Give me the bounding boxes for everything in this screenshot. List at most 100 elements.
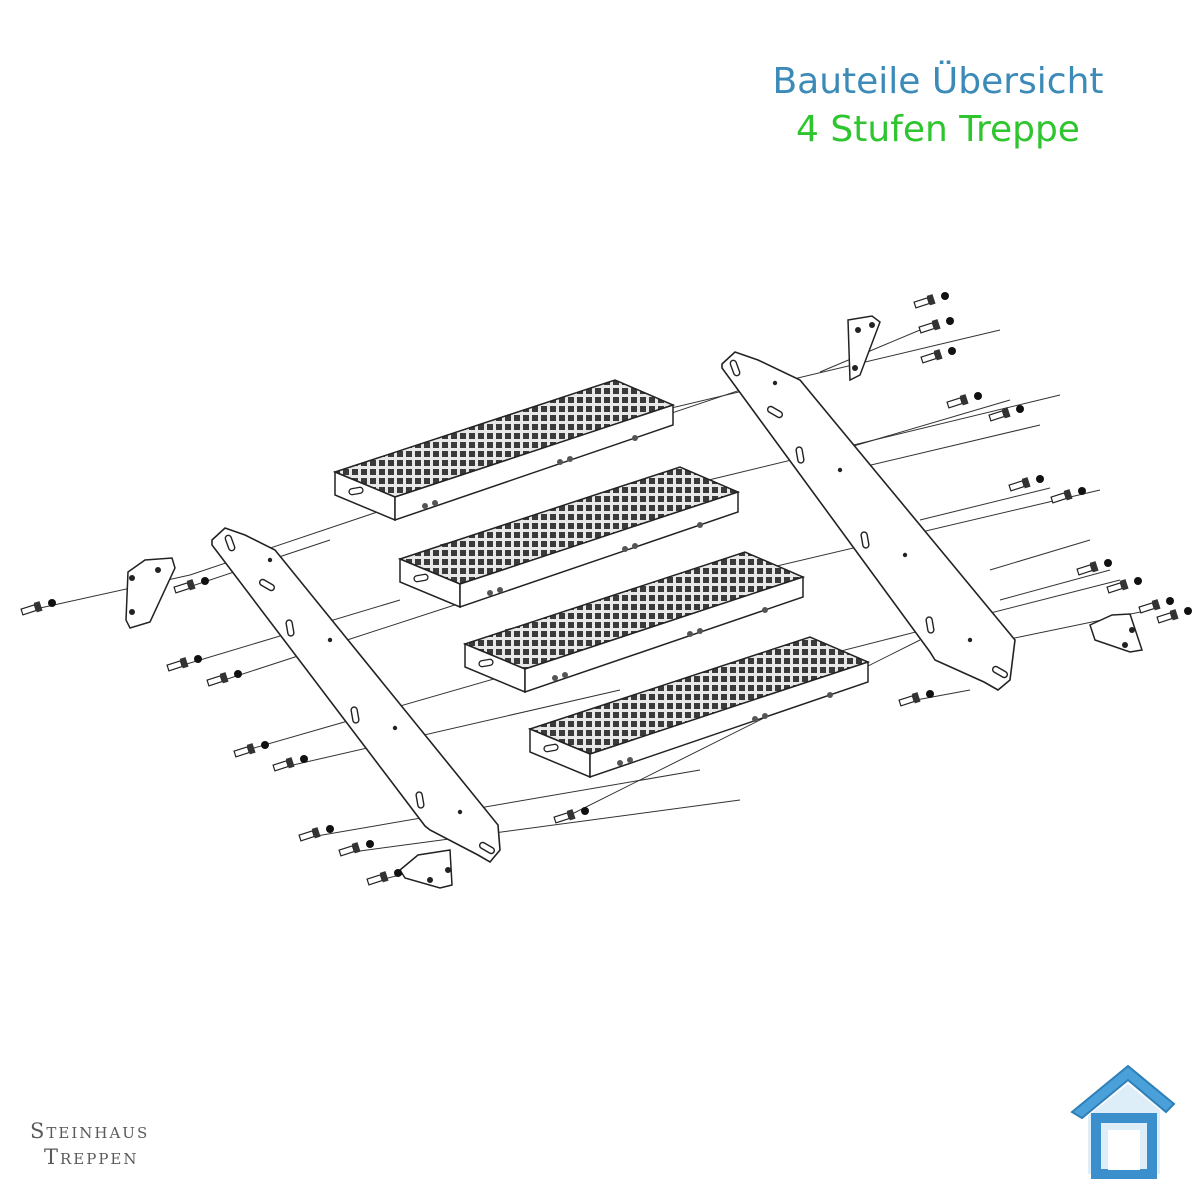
bolt-shank <box>166 660 183 672</box>
bracket-plate <box>125 557 176 629</box>
bolt-shank <box>366 874 383 886</box>
stringer-slot <box>925 616 935 634</box>
stringer-hole <box>837 467 843 473</box>
bolt-head <box>1021 477 1031 489</box>
step-bolt <box>617 760 623 766</box>
bolt-16 <box>988 405 1024 422</box>
bolt-1 <box>20 599 56 616</box>
stringer-slot <box>285 619 295 637</box>
stringer-plate <box>721 351 1016 691</box>
bolt-shank <box>233 746 250 758</box>
step-bolt <box>557 459 563 465</box>
bolt-head <box>186 579 196 591</box>
bolt-head <box>1169 609 1179 621</box>
page-title: Bauteile Übersicht <box>772 61 1104 102</box>
stringer-hole <box>327 637 333 643</box>
guide-line-17 <box>999 569 1111 601</box>
bolt-shank <box>1106 582 1123 594</box>
bolt-8 <box>338 840 374 857</box>
guide-line-15 <box>919 487 1051 521</box>
guide-line-9 <box>344 799 741 854</box>
bolt-head <box>246 743 256 755</box>
washer <box>1078 487 1086 495</box>
washer <box>234 670 242 678</box>
bolt-head <box>566 809 576 821</box>
bolt-9 <box>366 869 402 886</box>
bolt-15 <box>946 392 982 409</box>
bolt-head <box>33 601 43 613</box>
bolt-10 <box>553 807 589 824</box>
step-bolt <box>627 757 633 763</box>
washer <box>201 577 209 585</box>
step-bolt <box>752 716 758 722</box>
bracket-hole <box>427 877 433 883</box>
bolt-head <box>1063 489 1073 501</box>
bolt-head <box>926 294 936 306</box>
guide-line-16 <box>989 539 1091 571</box>
stringer-hole <box>902 552 908 558</box>
washer <box>941 292 949 300</box>
bolt-shank <box>920 352 937 364</box>
guide-line-14 <box>849 424 1041 471</box>
washer <box>926 690 934 698</box>
bolt-head <box>931 319 941 331</box>
bolt-head <box>179 657 189 669</box>
guide-line-8 <box>304 769 701 839</box>
step-bolt <box>697 522 703 528</box>
stringer-hole <box>772 380 778 386</box>
step-tread-4 <box>527 636 871 779</box>
step-bolt <box>432 500 438 506</box>
wall-bracket-left <box>125 557 176 629</box>
bracket-hole <box>1122 642 1128 648</box>
bolt-head <box>1151 599 1161 611</box>
bolt-head <box>1089 561 1099 573</box>
stringer-slot <box>478 841 496 855</box>
stringer-hole <box>392 725 398 731</box>
step-front-edge <box>589 660 869 779</box>
washer <box>1184 607 1192 615</box>
stringer-slot <box>795 446 805 464</box>
washer <box>48 599 56 607</box>
step-slot <box>478 658 494 668</box>
stringer-slot <box>415 791 425 809</box>
washer <box>326 825 334 833</box>
brand-name: Steinhaus <box>30 1119 150 1143</box>
step-slot <box>413 573 429 583</box>
bracket-hole <box>155 567 161 573</box>
floor-bracket-left <box>399 849 453 889</box>
step-bolt <box>487 590 493 596</box>
step-bolt <box>762 607 768 613</box>
bolt-13 <box>918 317 954 334</box>
washer <box>194 655 202 663</box>
washer <box>300 755 308 763</box>
bracket-plate <box>1089 613 1143 653</box>
bolt-shank <box>1008 480 1025 492</box>
bracket-hole <box>1129 627 1135 633</box>
floor-bracket-right <box>1089 613 1143 653</box>
step-bolt <box>632 543 638 549</box>
bolt-head <box>311 827 321 839</box>
bolts <box>20 292 1192 886</box>
bolt-head <box>1001 407 1011 419</box>
washer <box>974 392 982 400</box>
bolt-head <box>911 692 921 704</box>
stringer-right <box>721 351 1016 691</box>
bolt-3 <box>166 655 202 672</box>
bracket-hole <box>869 322 875 328</box>
step-bolt <box>827 692 833 698</box>
step-bolt <box>422 503 428 509</box>
stringer-slot <box>729 359 741 377</box>
bolt-5 <box>233 741 269 758</box>
bolt-shank <box>298 830 315 842</box>
bracket-hole <box>129 575 135 581</box>
washer <box>948 347 956 355</box>
step-bolt <box>622 546 628 552</box>
step-bolt <box>497 587 503 593</box>
washer <box>1036 475 1044 483</box>
bolt-head <box>379 871 389 883</box>
stringer-slot <box>224 534 236 552</box>
bolt-shank <box>553 812 570 824</box>
bolt-11 <box>898 690 934 707</box>
washer <box>1166 597 1174 605</box>
wall-bracket-right <box>847 315 881 382</box>
